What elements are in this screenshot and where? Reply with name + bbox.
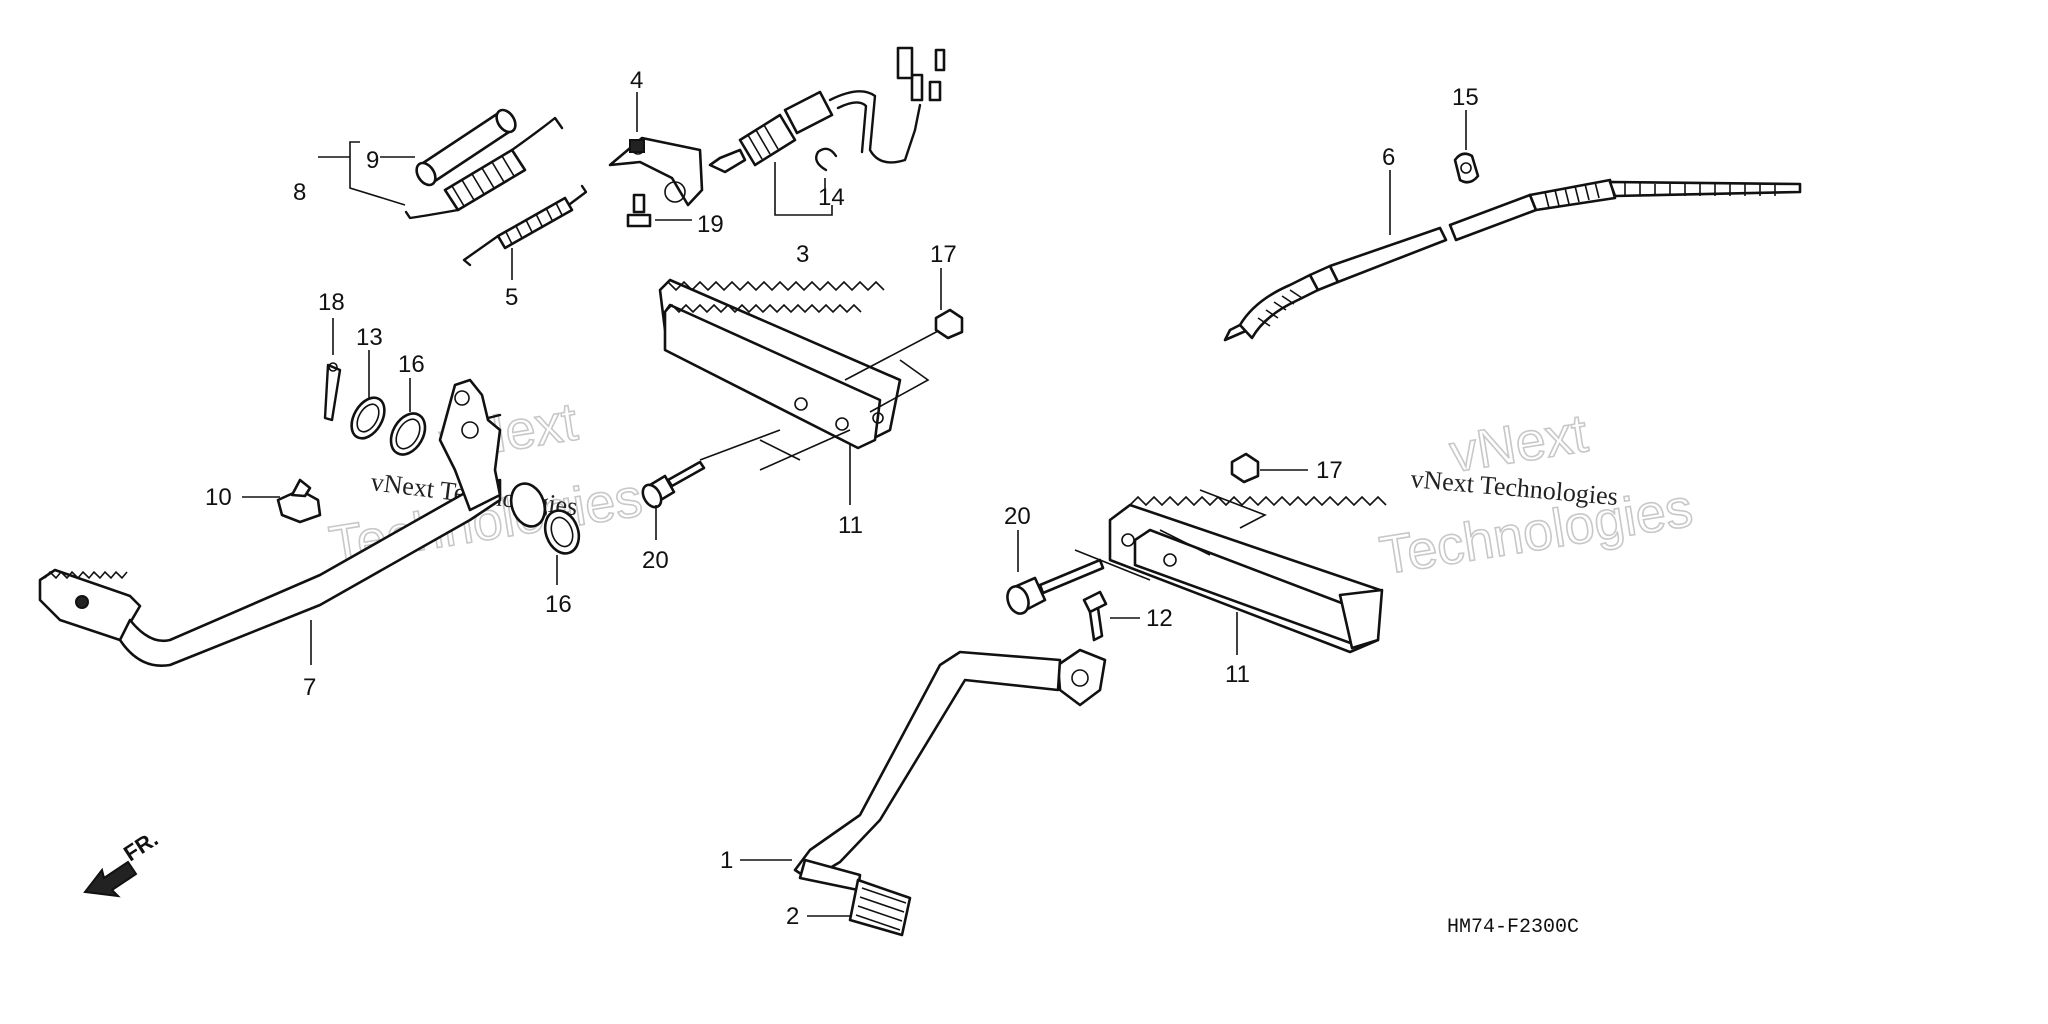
seal-part-16-upper: [389, 412, 427, 456]
bracket-part-4: [608, 136, 704, 207]
callout-9: 9: [366, 147, 379, 174]
clamp-part-15: [1453, 152, 1480, 184]
callout-20-upper: 20: [642, 547, 669, 574]
callout-7: 7: [303, 674, 316, 701]
nut-part-10: [276, 478, 322, 524]
spring-part-5: [462, 184, 588, 267]
callout-10: 10: [205, 484, 232, 511]
callout-14: 14: [818, 184, 845, 211]
nut-part-17-lower: [1230, 452, 1260, 484]
callout-16-upper: 16: [398, 351, 425, 378]
callout-11-upper: 11: [838, 512, 863, 539]
front-direction-arrow: FR.: [83, 826, 162, 898]
callout-5: 5: [505, 284, 518, 311]
bolt-part-20-upper: [641, 460, 706, 509]
cotter-pin-part-18: [323, 362, 342, 422]
seal-part-16-lower: [543, 509, 581, 555]
callout-6: 6: [1382, 144, 1395, 171]
rubber-part-2: [848, 878, 912, 937]
footpeg-upper-part-11: [658, 278, 941, 471]
callout-4: 4: [630, 67, 643, 94]
callout-3: 3: [796, 241, 809, 268]
callout-19: 19: [697, 211, 724, 238]
callout-13: 13: [356, 324, 383, 351]
footpeg-lower-part-11: [1074, 489, 1387, 654]
callout-1: 1: [720, 847, 733, 874]
switch-part-3: [708, 46, 946, 174]
callout-labels: 8 9 4 19 3 14 5 17 18 13 16 10 16 20 11 …: [205, 67, 1479, 930]
callout-11-lower: 11: [1225, 661, 1250, 688]
bolt-part-20-lower: [1006, 558, 1105, 615]
spring-assembly-part-8: [404, 108, 564, 220]
brake-pedal-part-7: [38, 378, 547, 668]
callout-17-lower: 17: [1316, 457, 1343, 484]
callout-8: 8: [293, 179, 306, 206]
callout-12: 12: [1146, 605, 1173, 632]
callout-15: 15: [1452, 84, 1479, 111]
bolt-part-19: [626, 193, 652, 228]
callout-20-lower: 20: [1004, 503, 1031, 530]
callout-17-upper: 17: [930, 241, 957, 268]
cable-part-6: [1223, 178, 1802, 342]
diagram-code: HM74-F2300C: [1447, 916, 1579, 939]
callout-2: 2: [786, 903, 799, 930]
lever-part-1: [793, 648, 1107, 892]
callout-16-lower: 16: [545, 591, 572, 618]
clip-part-14: [815, 147, 838, 172]
direction-label: FR.: [119, 826, 162, 866]
leader-lines: [242, 92, 1467, 917]
nut-part-17-upper: [934, 308, 964, 340]
bolt-part-12: [1082, 590, 1108, 642]
sleeve-part-9: [415, 108, 517, 187]
washer-part-13: [350, 396, 386, 440]
callout-18: 18: [318, 289, 345, 316]
